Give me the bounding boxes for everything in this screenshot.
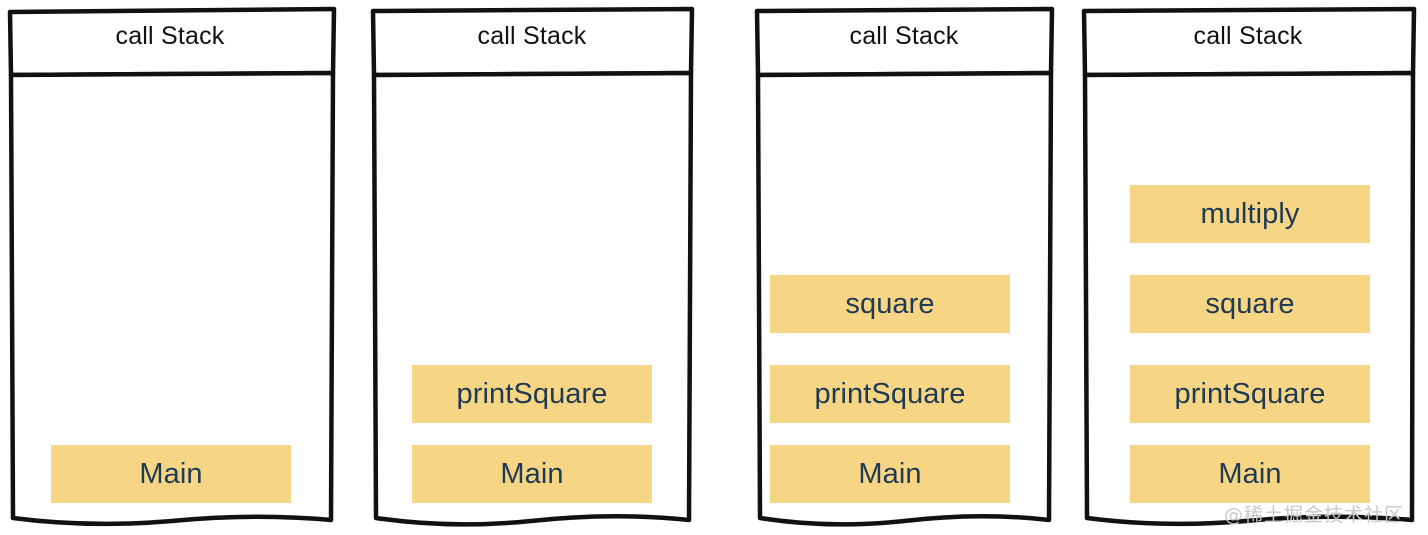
stack-frame-square[interactable]: square: [770, 275, 1010, 333]
panel-title-2: call Stack: [477, 22, 587, 50]
watermark: @稀土掘金技术社区: [1223, 504, 1404, 526]
panel-title-1: call Stack: [115, 22, 225, 50]
stack-frame-multiply[interactable]: multiply: [1130, 185, 1370, 243]
stack-frame-main[interactable]: Main: [1130, 445, 1370, 503]
panel-title-4: call Stack: [1193, 22, 1303, 50]
stack-frame-printsquare[interactable]: printSquare: [1130, 365, 1370, 423]
call-stack-panel-4: call Stack multiply square printSquare M…: [1078, 0, 1418, 535]
stack-frames-2: printSquare Main: [368, 0, 696, 535]
stack-frame-main[interactable]: Main: [770, 445, 1010, 503]
stack-frames-3: square printSquare Main: [752, 0, 1056, 535]
call-stack-panel-1: call Stack Main: [4, 0, 337, 535]
stack-frame-printsquare[interactable]: printSquare: [412, 365, 652, 423]
stack-frame-main[interactable]: Main: [412, 445, 652, 503]
panel-border-1: [7, 6, 337, 527]
stack-frame-main[interactable]: Main: [51, 445, 291, 503]
panel-title-3: call Stack: [849, 22, 959, 50]
stack-frames-4: multiply square printSquare Main: [1078, 0, 1418, 535]
stack-frame-printsquare[interactable]: printSquare: [770, 365, 1010, 423]
stack-frames-1: Main: [4, 0, 336, 535]
call-stack-panel-3: call Stack square printSquare Main: [752, 0, 1056, 535]
stack-frame-square[interactable]: square: [1130, 275, 1370, 333]
call-stack-panel-2: call Stack printSquare Main: [368, 0, 696, 535]
